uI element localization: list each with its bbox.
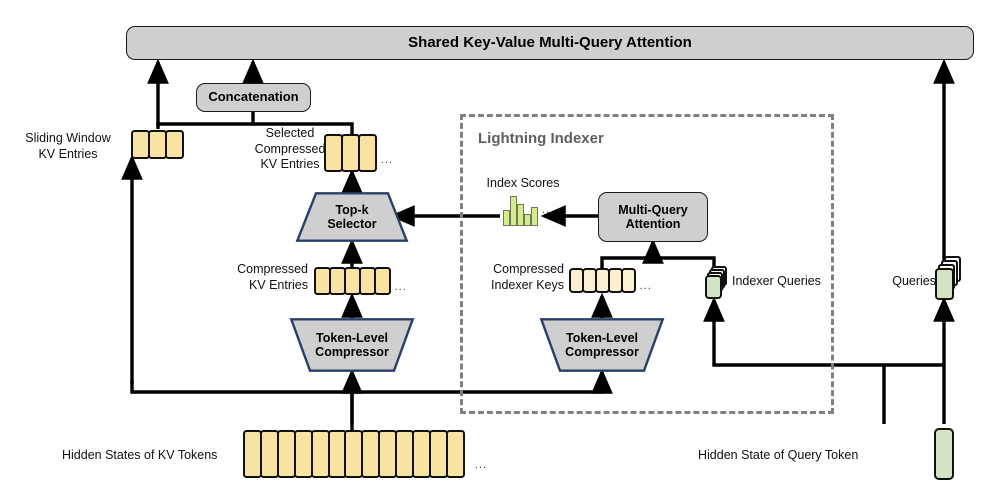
concatenation-block[interactable]: Concatenation	[196, 83, 311, 112]
query-token-cell	[934, 428, 954, 480]
compressed-kv-entries: ...	[314, 267, 407, 295]
selected-compressed-kv-entries: ...	[324, 134, 393, 172]
compressor-left-label-line2: Compressor	[315, 345, 389, 359]
ellipsis: ...	[542, 204, 555, 216]
ellipsis: ...	[474, 459, 488, 471]
score-bar	[510, 196, 517, 226]
selected-compressed-kv-label: Selected Compressed KV Entries	[254, 126, 326, 172]
kv-token	[276, 430, 296, 478]
score-bar	[524, 214, 531, 226]
query-card-front	[705, 275, 722, 299]
compressor-right-label-line1: Token-Level	[565, 331, 638, 345]
topk-selector-block[interactable]: Top-k Selector	[295, 192, 409, 242]
ellipsis: ...	[394, 281, 407, 293]
mqa-label-line2: Attention	[625, 217, 681, 231]
indexer-key	[620, 268, 636, 293]
indexer-queries-stack	[702, 266, 734, 300]
hidden-states-kv-label: Hidden States of KV Tokens	[62, 448, 218, 462]
sliding-window-kv-label: Sliding Window KV Entries	[25, 131, 111, 161]
wire-sliding-bus	[156, 112, 255, 127]
score-bar	[531, 207, 538, 226]
wire-qtoken-bus	[882, 363, 944, 424]
compressed-kv-label: Compressed KV Entries	[237, 262, 308, 292]
kv-entry	[164, 130, 184, 159]
compressed-indexer-keys: ...	[569, 268, 652, 293]
compressor-left-label-line1: Token-Level	[315, 331, 388, 345]
ellipsis: ...	[639, 279, 652, 292]
compressor-left-shape	[289, 318, 415, 372]
hidden-states-kv-tokens: ...	[243, 430, 487, 478]
score-bar	[517, 204, 524, 226]
query-card-front	[935, 268, 954, 300]
lightning-indexer-title: Lightning Indexer	[478, 130, 604, 147]
compressor-right-shape	[539, 318, 665, 372]
topk-selector-shape	[295, 192, 409, 242]
kv-token	[293, 430, 313, 478]
shared-attention-block[interactable]: Shared Key-Value Multi-Query Attention	[126, 26, 974, 60]
kv-entry	[357, 134, 377, 172]
kv-token	[310, 430, 330, 478]
ellipsis: ...	[380, 154, 393, 166]
compressor-right-label-line2: Compressor	[565, 345, 639, 359]
topk-selector-label-line2: Selector	[327, 217, 377, 231]
multi-query-attention-block[interactable]: Multi-Query Attention	[598, 192, 708, 242]
sliding-window-kv-entries	[131, 130, 184, 159]
mqa-label-line1: Multi-Query	[618, 203, 688, 217]
wire-hidden-bus-left	[130, 380, 354, 430]
kv-token	[445, 430, 465, 478]
kv-entry	[373, 267, 391, 295]
topk-selector-label-line1: Top-k	[335, 203, 369, 217]
hidden-state-query-label: Hidden State of Query Token	[698, 448, 859, 462]
indexer-queries-label: Indexer Queries	[732, 274, 821, 288]
compressed-indexer-keys-label: Compressed Indexer Keys	[491, 262, 564, 292]
queries-stack	[932, 256, 966, 304]
score-bar	[503, 210, 510, 226]
lightning-indexer-frame	[460, 114, 834, 414]
queries-label: Queries	[892, 274, 936, 288]
concatenation-label: Concatenation	[208, 89, 299, 105]
shared-attention-label: Shared Key-Value Multi-Query Attention	[408, 33, 692, 51]
token-level-compressor-left[interactable]: Token-Level Compressor	[289, 318, 415, 372]
index-scores-label: Index Scores	[486, 176, 560, 190]
index-scores-chart: ...	[503, 196, 554, 226]
token-level-compressor-right[interactable]: Token-Level Compressor	[539, 318, 665, 372]
